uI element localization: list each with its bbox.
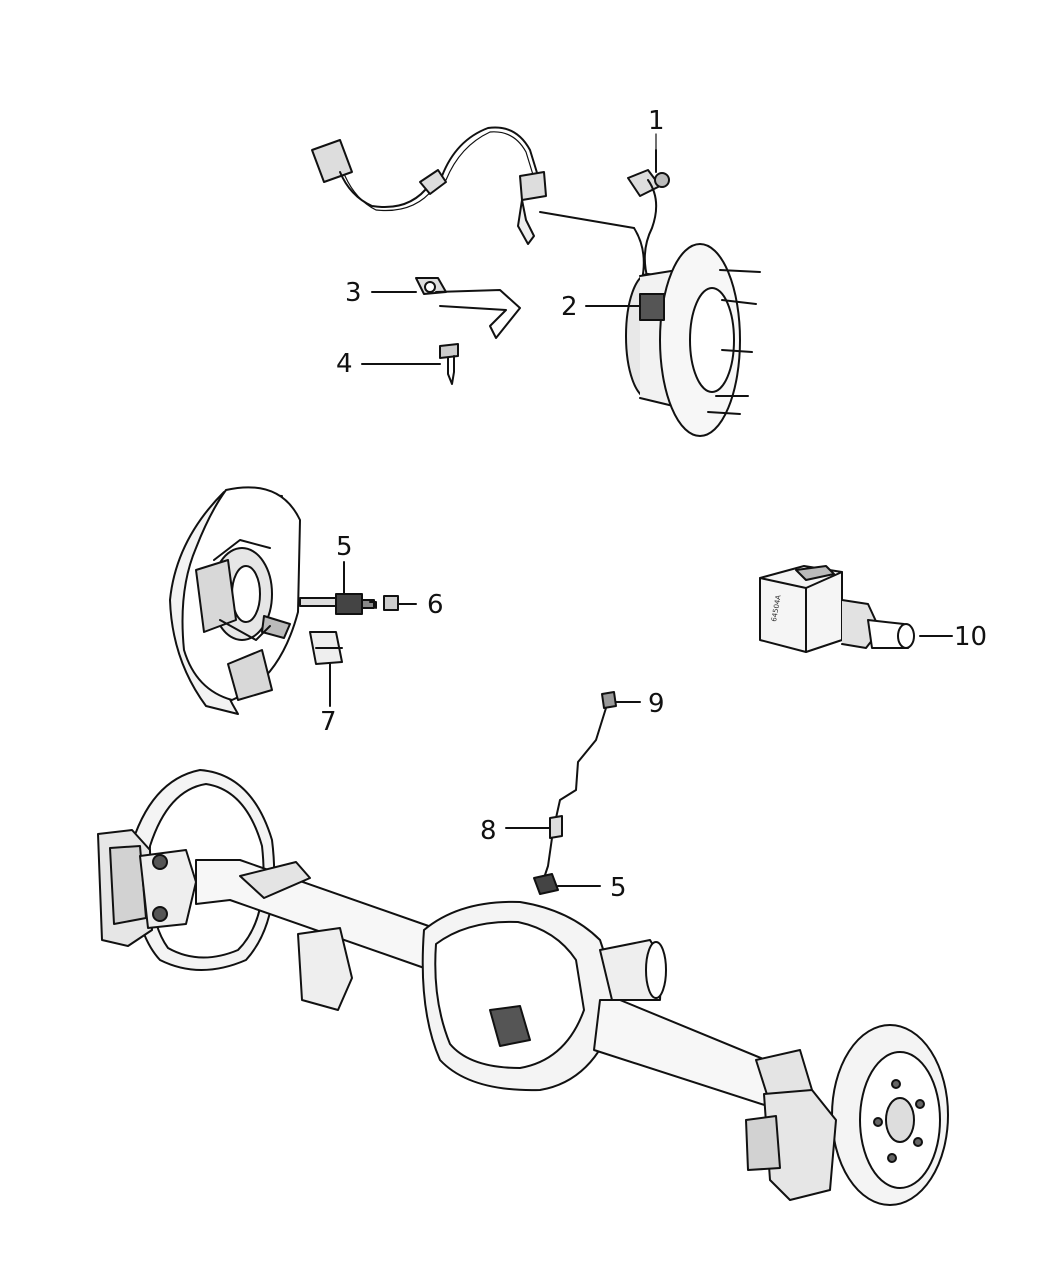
backing-plate [169, 486, 301, 715]
part-3-bracket [371, 277, 521, 339]
callout-4: 4 [336, 349, 353, 379]
callout-10: 10 [954, 622, 988, 652]
callout-6: 6 [427, 590, 444, 620]
part-5-6-7-sensor-group [299, 561, 417, 707]
rear-axle-assembly [97, 769, 949, 1206]
callout-5-upper: 5 [336, 532, 353, 562]
callout-7: 7 [320, 707, 337, 737]
callout-5-lower: 5 [610, 873, 627, 903]
part-1-sensor-harness [311, 126, 670, 281]
callout-3: 3 [345, 278, 362, 308]
part-10-switch [759, 565, 953, 653]
callout-8: 8 [480, 816, 497, 846]
part-9-8-vent [505, 691, 641, 895]
callout-9: 9 [648, 689, 665, 719]
part-4-bolt [361, 343, 459, 385]
callout-2: 2 [561, 292, 578, 322]
part-2-hub-bearing [585, 243, 761, 437]
callout-1: 1 [648, 106, 665, 136]
